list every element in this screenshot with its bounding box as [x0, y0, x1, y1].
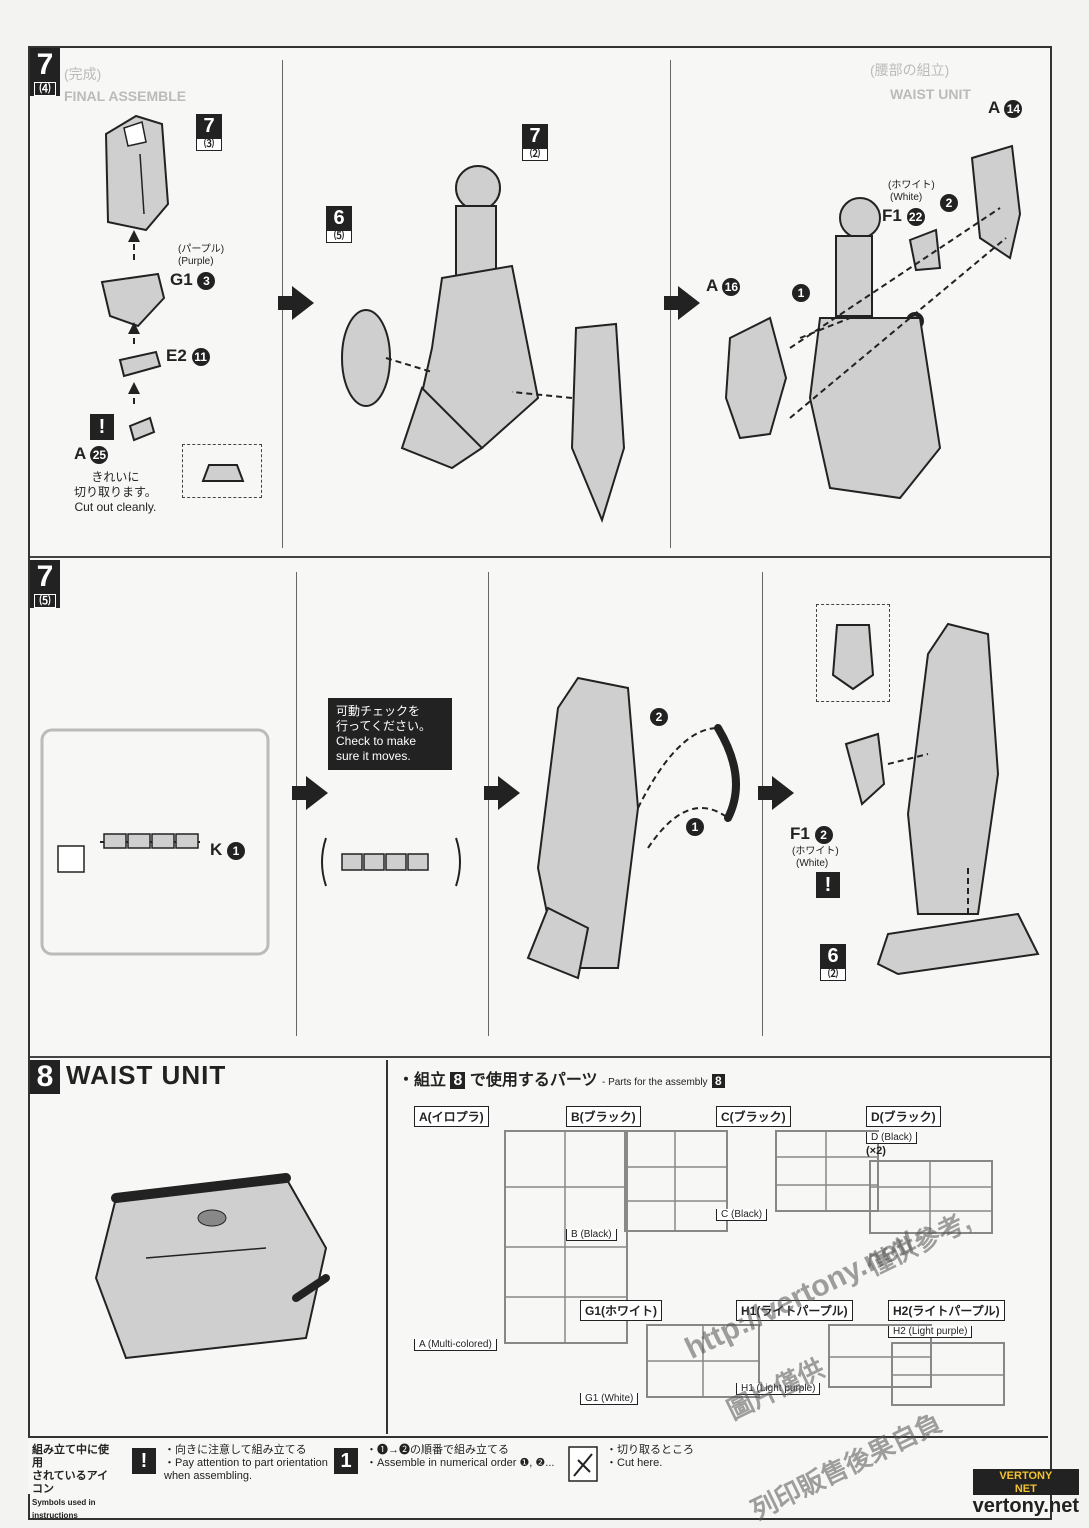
panel-divider — [386, 1060, 388, 1434]
legend-orientation: ・向きに注意して組み立てる ・Pay attention to part ori… — [164, 1444, 328, 1482]
legend-cut: ・切り取るところ ・Cut here. — [606, 1444, 694, 1469]
runner-d-sprue — [869, 1160, 993, 1234]
e2-part — [118, 350, 162, 378]
ref-step-7-3: 7⑶ — [196, 114, 222, 151]
detail-inset — [182, 444, 262, 498]
row-divider-2 — [30, 1056, 1050, 1058]
assembly-arrows — [128, 230, 140, 408]
a25-part — [128, 416, 156, 442]
runner-d: D(ブラック) D (Black) (×2) — [866, 1106, 996, 1242]
ref-step-6-5: 6⑸ — [326, 206, 352, 243]
g1-part — [100, 272, 166, 328]
parts-heading: ・組立 8 で使用するパーツ - Parts for the assembly … — [398, 1066, 725, 1090]
part-label-a25: A 25 — [74, 444, 109, 464]
warning-icon: ! — [816, 872, 840, 898]
legend-heading: 組み立て中に使用 されているアイコン Symbols used in instr… — [32, 1444, 109, 1520]
runner-b: B(ブラック) B (Black) — [566, 1106, 731, 1242]
runner-h2: H2(ライトパープル) H2 (Light purple) — [888, 1300, 1050, 1414]
ghost-title-jp: (完成) — [64, 66, 102, 82]
movement-check-callout: 可動チェックを 行ってください。 Check to make sure it m… — [328, 698, 452, 770]
runner-g1: G1(ホワイト) G1 (White) — [580, 1300, 763, 1406]
f1-part-detail — [831, 624, 875, 691]
instruction-sheet: 7 ⑷ (完成) FINAL ASSEMBLE (腰部の組立) WAIST UN… — [28, 46, 1052, 1520]
panel-divider — [488, 572, 489, 1036]
leg-complete-drawing — [844, 622, 1040, 976]
runner-a-sprue — [504, 1130, 629, 1344]
vertony-logo: VERTONY NET vertony.net — [972, 1469, 1079, 1517]
flow-arrow — [758, 776, 794, 810]
f1-color-jp: (ホワイト) — [792, 846, 839, 857]
order-1: 1 — [686, 818, 704, 836]
row-divider-1 — [30, 556, 1050, 558]
leg-assembly-drawing — [341, 165, 626, 523]
order-2: 2 — [650, 708, 668, 726]
warning-icon: ! — [90, 414, 114, 440]
icon-legend: 組み立て中に使用 されているアイコン Symbols used in instr… — [28, 1436, 1048, 1520]
part-label-k1: K 1 — [210, 840, 246, 860]
leg-armor-drawing — [724, 144, 1022, 500]
upper-armor-part — [104, 114, 170, 232]
order-1: 1 — [792, 284, 810, 302]
part-label-a14: A 14 — [988, 98, 1023, 118]
ghost-right-en: WAIST UNIT — [890, 86, 971, 102]
g1-color-en: (Purple) — [178, 256, 214, 267]
part-label-f1-22: F1 22 — [882, 206, 925, 226]
f1-color-jp: (ホワイト) — [888, 180, 935, 191]
joint-flex-drawing — [321, 837, 461, 887]
f1-color-en: (White) — [796, 858, 829, 869]
ghost-title-en: FINAL ASSEMBLE — [64, 88, 187, 104]
ghost-right-jp: (腰部の組立) — [870, 62, 950, 78]
runner-a: A(イロプラ) A (Multi-colored) — [414, 1106, 631, 1352]
legend-order: ・❶→❷の順番で組み立てる ・Assemble in numerical ord… — [366, 1444, 555, 1469]
panel-divider — [762, 572, 763, 1036]
runner-c-sprue — [774, 1130, 879, 1212]
flow-arrow — [664, 286, 700, 320]
part-label-e2: E2 11 — [166, 346, 210, 366]
part-label-g1: G1 3 — [170, 270, 216, 290]
detail-inset — [816, 604, 890, 702]
cut-note: きれいに 切り取ります。 Cut out cleanly. — [74, 470, 157, 514]
step-7-5-badge: 7 ⑸ — [30, 560, 60, 608]
section-title: WAIST UNIT — [66, 1060, 227, 1090]
cut-here-icon — [568, 1446, 598, 1482]
runner-h1: H1(ライトパープル) H1 (Light purple) — [736, 1300, 935, 1396]
waist-unit-drawing — [94, 1173, 330, 1360]
runner-h1-sprue — [827, 1324, 932, 1388]
panel-divider — [296, 572, 297, 1036]
ref-step-7-2: 7⑵ — [522, 124, 548, 161]
part-label-a16: A 16 — [706, 276, 741, 296]
g1-color-jp: (パープル) — [178, 244, 225, 255]
cut-part-detail — [201, 464, 245, 482]
flow-arrow — [278, 286, 314, 320]
runner-h2-sprue — [891, 1342, 1005, 1406]
flow-arrow — [484, 776, 520, 810]
runner-c: C(ブラック) C (Black) — [716, 1106, 882, 1222]
part-label-f1-2: F1 2 — [790, 824, 833, 844]
runner-g1-sprue — [645, 1324, 760, 1398]
ref-step-6-2: 6⑵ — [820, 944, 846, 981]
flow-arrow — [292, 776, 328, 810]
step-7-4-badge: 7 ⑷ — [30, 48, 60, 96]
step-8-badge: 8 — [30, 1060, 60, 1094]
numerical-order-icon: 1 — [334, 1448, 358, 1474]
f1-color-en: (White) — [890, 192, 923, 203]
runner-k-drawing — [40, 728, 270, 956]
orientation-warning-icon: ! — [132, 1448, 156, 1474]
leg-joint-drawing — [526, 676, 740, 980]
order-2: 2 — [940, 194, 958, 212]
runner-b-sprue — [624, 1130, 729, 1232]
